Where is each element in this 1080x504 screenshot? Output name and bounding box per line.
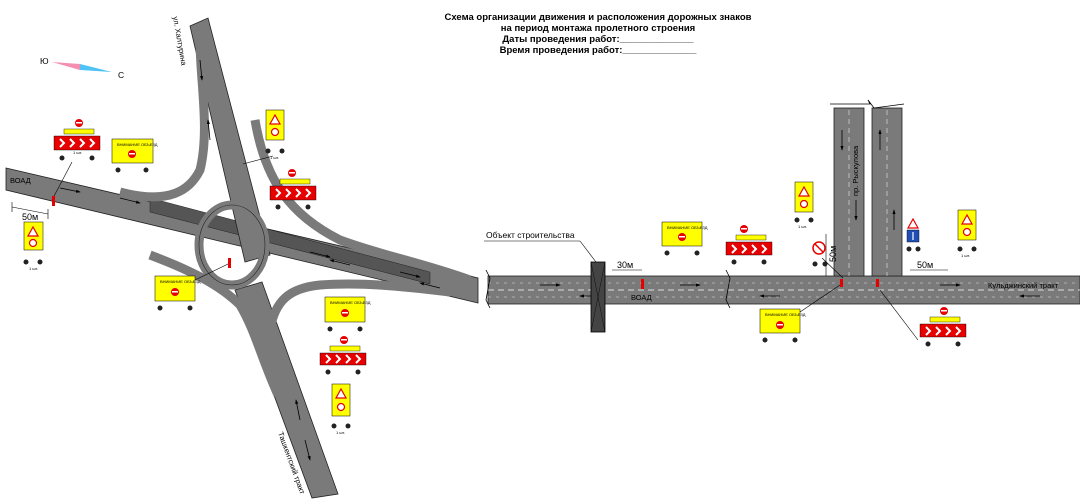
distance-center: 30м	[612, 260, 642, 271]
detour-plate	[329, 345, 361, 352]
title-line-1: Схема организации движения и расположени…	[445, 12, 752, 23]
svg-text:1 шт.: 1 шт.	[336, 430, 345, 435]
svg-text:ВНИМАНИЕ ОБЪЕЗД: ВНИМАНИЕ ОБЪЕЗД	[667, 225, 708, 230]
warning-board	[957, 209, 977, 241]
sign-stand-17	[879, 289, 967, 347]
ramp-ne	[250, 119, 472, 285]
roadworks-triangle-icon	[26, 225, 40, 237]
title-line-4: Время проведения работ:______________	[500, 45, 697, 56]
roadworks-triangle-icon	[334, 387, 348, 399]
ramp-nw	[118, 39, 209, 202]
sign-stand-11	[725, 225, 773, 265]
speed-limit-icon	[28, 238, 38, 248]
distance-left: 50м	[11, 202, 49, 222]
sign-stand-13	[812, 241, 844, 279]
object-label: Объект строительства	[486, 230, 575, 240]
sign-stand-10: ВНИМАНИЕ ОБЪЕЗД	[661, 221, 708, 256]
sign-stand-7: ВНИМАНИЕ ОБЪЕЗД	[324, 296, 371, 332]
voad-overpass	[149, 197, 431, 285]
svg-text:ВНИМАНИЕ ОБЪЕЗД: ВНИМАНИЕ ОБЪЕЗД	[765, 312, 806, 317]
svg-text:1 шт.: 1 шт.	[29, 266, 38, 271]
compass-south-label: Ю	[40, 56, 49, 66]
title-line-2: на период монтажа пролетного строения	[501, 23, 695, 34]
distance-left-label: 50м	[22, 212, 38, 222]
detour-plate	[63, 128, 95, 135]
sign-stand-2: ВНИМАНИЕ ОБЪЕЗД	[111, 138, 158, 173]
road-label-voad-right: ВОАД	[631, 293, 652, 302]
sign-stand-8	[319, 336, 367, 375]
sign-stand-9: 1 шт.	[331, 383, 351, 435]
detour-plate	[735, 234, 767, 241]
roadworks-triangle-icon	[797, 185, 811, 197]
svg-text:ВНИМАНИЕ ОБЪЕЗД: ВНИМАНИЕ ОБЪЕЗД	[330, 300, 371, 305]
barrier-marks	[52, 196, 879, 289]
sign-stand-1: 1 шт.	[51, 119, 101, 201]
road-label-khalturina: ул. Халтурина	[171, 16, 189, 67]
compass-north-label: С	[118, 70, 124, 80]
ramp-se	[265, 279, 451, 331]
sign-stand-4: 1 шт.	[242, 109, 285, 165]
svg-text:1 шт.: 1 шт.	[270, 155, 279, 160]
roadworks-triangle-icon	[268, 113, 282, 125]
sign-stand-12: 1 шт.	[794, 181, 814, 229]
chevron-board-icon	[53, 135, 101, 151]
detour-plate	[279, 178, 311, 185]
warning-board	[331, 383, 351, 417]
speed-limit-icon	[270, 127, 280, 137]
sign-stand-3: 1 шт.	[23, 221, 44, 271]
speed-limit-icon	[799, 199, 809, 209]
distance-right: 50м	[910, 260, 948, 271]
sign-stand-14	[906, 217, 921, 252]
distance-right-label: 50м	[917, 260, 933, 270]
road-label-rysqulova: пр. Рыскулова	[851, 145, 860, 196]
sign-stand-6: ВНИМАНИЕ ОБЪЕЗД	[154, 263, 229, 311]
warning-triangle-icon	[906, 217, 920, 229]
distance-vertical-label: 50м	[828, 246, 838, 262]
tashkent-road	[234, 281, 339, 499]
compass-north-arrow	[80, 64, 112, 72]
speed-limit-icon	[336, 402, 346, 412]
roundabout-inner	[198, 204, 266, 286]
chevron-board-icon	[269, 185, 317, 201]
chevron-board-icon	[725, 241, 773, 256]
chevron-board-icon	[919, 323, 967, 338]
compass-rose: Ю С	[40, 56, 124, 80]
road-label-kuldzha: Кульджинский тракт	[988, 281, 1059, 290]
chevron-board-icon	[319, 352, 367, 366]
sign-stand-15: 1 шт.	[957, 209, 977, 258]
roadworks-triangle-icon	[960, 213, 974, 225]
distance-vertical: 50м	[825, 234, 838, 276]
sign-qty-1: 1 шт.	[73, 150, 82, 155]
roads-layer	[5, 17, 1080, 499]
svg-text:ВНИМАНИЕ ОБЪЕЗД: ВНИМАНИЕ ОБЪЕЗД	[160, 279, 201, 284]
road-label-voad-left: ВОАД	[10, 176, 31, 185]
svg-text:1 шт.: 1 шт.	[798, 224, 807, 229]
lane-arrows	[59, 59, 1040, 461]
svg-text:ВНИМАНИЕ ОБЪЕЗД: ВНИМАНИЕ ОБЪЕЗД	[117, 142, 158, 147]
warning-board	[794, 181, 814, 213]
distance-center-label: 30м	[617, 260, 633, 270]
khalturina-road	[189, 17, 271, 263]
title-line-3: Даты проведения работ:______________	[502, 34, 694, 45]
detour-plate	[929, 316, 961, 323]
svg-text:1 шт.: 1 шт.	[961, 253, 970, 258]
sign-stand-16: ВНИМАНИЕ ОБЪЕЗД	[759, 284, 841, 343]
warning-board	[265, 109, 285, 141]
sign-stand-5	[269, 169, 317, 210]
speed-limit-icon	[962, 227, 972, 237]
ramp-sw	[148, 250, 283, 397]
compass-south-arrow	[52, 62, 80, 70]
